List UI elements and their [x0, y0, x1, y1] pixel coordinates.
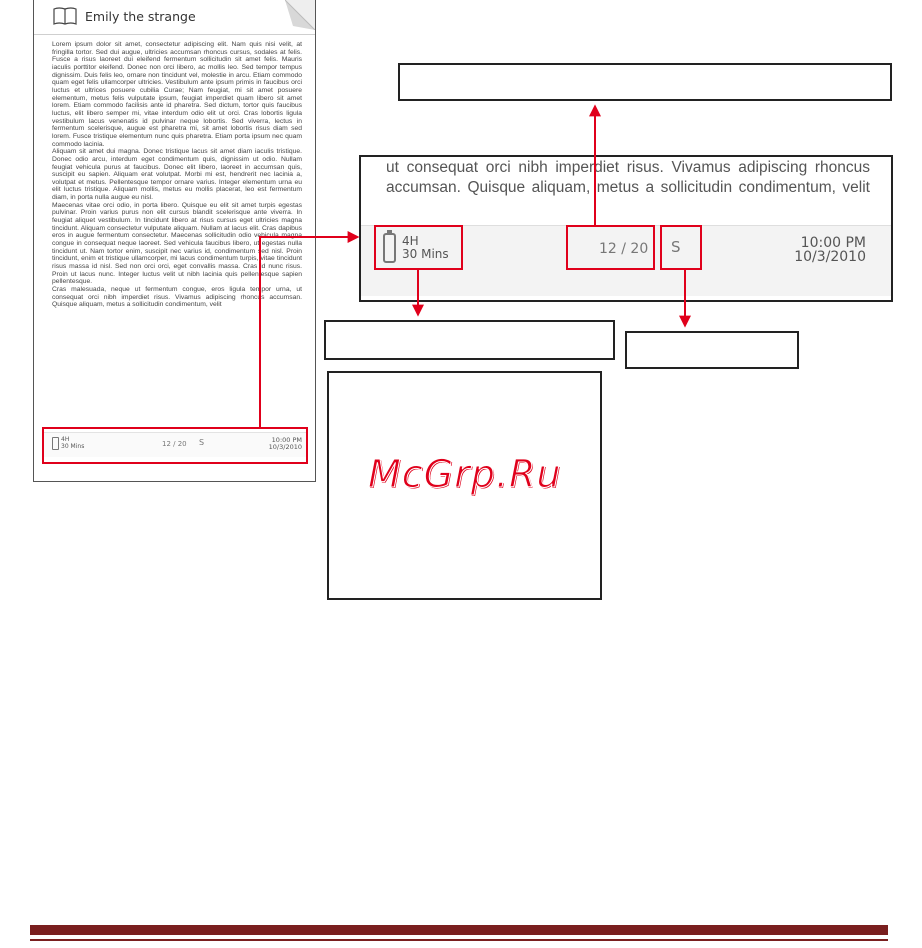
battery-callout-box: [324, 320, 615, 360]
paragraph: Maecenas vitae orci odio, in porta liber…: [52, 201, 302, 286]
zoomed-status-panel: ut consequat orci nibh imperdiet risus. …: [359, 155, 893, 302]
paragraph: Cras malesuada, neque ut fermentum congu…: [52, 286, 302, 309]
clock-time: 10:00 PM: [271, 436, 302, 444]
battery-hours: 4H: [402, 234, 419, 248]
clock-date: 10/3/2010: [794, 249, 866, 265]
book-title: Emily the strange: [85, 9, 196, 24]
reader-screen: Emily the strange Lorem ipsum dolor sit …: [33, 0, 316, 482]
book-icon[interactable]: [53, 7, 77, 26]
page-curl-icon[interactable]: [285, 0, 315, 30]
footer-rule-thin: [30, 939, 888, 941]
reader-status-bar: 4H 30 Mins 12 / 20 S 10:00 PM 10/3/2010: [42, 432, 308, 457]
mode-indicator: S: [671, 238, 681, 256]
battery-remaining: 4H 30 Mins: [402, 235, 449, 261]
reader-header: Emily the strange: [34, 0, 315, 35]
battery-remaining: 4H 30 Mins: [61, 436, 84, 450]
page-indicator: 12 / 20: [599, 241, 649, 257]
book-page-text: Lorem ipsum dolor sit amet, consectetur …: [52, 41, 302, 417]
watermark: McGrp.Ru: [367, 452, 562, 497]
paragraph: Aliquam sit amet dui magna. Donec tristi…: [52, 148, 302, 202]
battery-mins: 30 Mins: [61, 443, 85, 450]
battery-highlight: [374, 225, 463, 270]
page-highlight: [566, 225, 655, 270]
zoomed-text-line: accumsan. Quisque aliquam, metus a solli…: [386, 179, 870, 196]
status-bar-highlight: [42, 427, 308, 464]
mode-indicator: S: [199, 438, 205, 447]
page-indicator: 12 / 20: [162, 440, 187, 448]
clock-time: 10:00 PM: [800, 235, 866, 251]
zoomed-status-bar: 4H 30 Mins 12 / 20 S 10:00 PM 10/3/2010: [361, 225, 891, 296]
mode-highlight: [660, 225, 702, 270]
paragraph: Lorem ipsum dolor sit amet, consectetur …: [52, 41, 302, 148]
mode-callout-box: [625, 331, 799, 369]
clock-date: 10/3/2010: [268, 443, 302, 451]
zoomed-text: ut consequat orci nibh imperdiet risus. …: [386, 158, 870, 198]
footer-rule-thick: [30, 925, 888, 935]
battery-hours: 4H: [61, 436, 70, 443]
battery-icon: [52, 437, 59, 450]
battery-mins: 30 Mins: [402, 247, 449, 261]
clock: 10:00 PM 10/3/2010: [794, 236, 866, 264]
clock: 10:00 PM 10/3/2010: [269, 437, 302, 451]
battery-icon: [383, 230, 396, 263]
zoomed-text-line: ut consequat orci nibh imperdiet risus. …: [386, 159, 870, 176]
page-callout-box: [398, 63, 892, 101]
clock-callout-box: [327, 371, 602, 600]
